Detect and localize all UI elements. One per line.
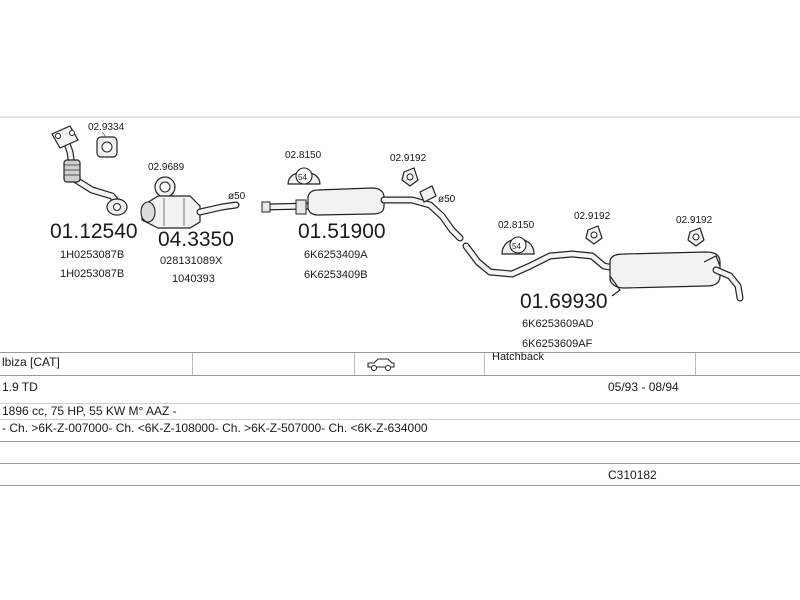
mid-hanger [419,185,437,203]
catalyst-diameter: ø50 [228,191,246,202]
catalyst-part-no: 04.3350 [158,228,234,251]
rear-silencer[interactable] [462,242,744,302]
clamp-mid-part-no: 02.9192 [390,153,427,164]
table-row: - Ch. >6K-Z-007000- Ch. <6K-Z-108000- Ch… [0,419,800,442]
mount-rear-badge: 54 [512,242,521,251]
catalyst-clamp[interactable] [154,176,176,198]
table-row [0,441,800,464]
car-icon [366,357,396,374]
rear-silencer-ref-2: 6K6253609AF [522,338,593,350]
table-row: C310182 [0,463,800,486]
clamp-mid[interactable] [401,167,419,187]
vehicle-spec: 1896 cc, 75 HP, 55 KW M° AAZ - [2,404,177,418]
catalyst[interactable] [140,195,240,229]
catalyst-ref-2: 1040393 [172,273,215,285]
vehicle-chassis: - Ch. >6K-Z-007000- Ch. <6K-Z-108000- Ch… [2,421,428,435]
table-row: 1.9 TD 05/93 - 08/94 [0,375,800,398]
flex-downpipe-part-no: 01.12540 [50,220,138,243]
table-row: lbiza [CAT] Hatchback [0,351,800,376]
vehicle-engine: 1.9 TD [2,380,38,394]
mount-rear[interactable]: 54 [501,236,535,255]
clamp-rear-2[interactable] [687,227,705,247]
rear-silencer-part-no: 01.69930 [520,290,608,313]
clamp-rear-2-part-no: 02.9192 [676,215,713,226]
mount-rear-part-no: 02.8150 [498,220,535,231]
table-bottom-border [0,485,800,487]
mount-mid-part-no: 02.8150 [285,150,322,161]
vehicle-years: 05/93 - 08/94 [608,380,679,394]
table-row: 1896 cc, 75 HP, 55 KW M° AAZ - [0,403,800,420]
catalyst-ref-1: 028131089X [160,255,223,267]
flex-section [63,159,81,183]
flex-downpipe[interactable] [51,125,128,216]
gasket-front-part-no: 02.9334 [88,122,125,133]
clamp-rear-1-part-no: 02.9192 [574,211,611,222]
vehicle-model: lbiza [CAT] [2,355,60,369]
rear-silencer-ref-1: 6K6253609AD [522,318,594,330]
middle-silencer-ref-2: 6K6253409B [304,269,368,281]
middle-silencer-part-no: 01.51900 [298,220,386,243]
middle-silencer-ref-1: 6K6253409A [304,249,368,261]
middle-silencer-diameter: ø50 [438,194,456,205]
catalyst-clamp-part-no: 02.9689 [148,162,185,173]
vehicle-code: C310182 [608,468,657,482]
flex-downpipe-ref-2: 1H0253087B [60,268,124,280]
mount-mid[interactable]: 54 [287,167,321,185]
middle-silencer[interactable] [261,185,464,242]
flex-downpipe-ref-1: 1H0253087B [60,249,124,261]
gasket-front[interactable] [96,136,118,158]
clamp-rear-1[interactable] [585,225,603,245]
vehicle-body: Hatchback [492,351,544,363]
mount-mid-badge: 54 [298,173,307,182]
